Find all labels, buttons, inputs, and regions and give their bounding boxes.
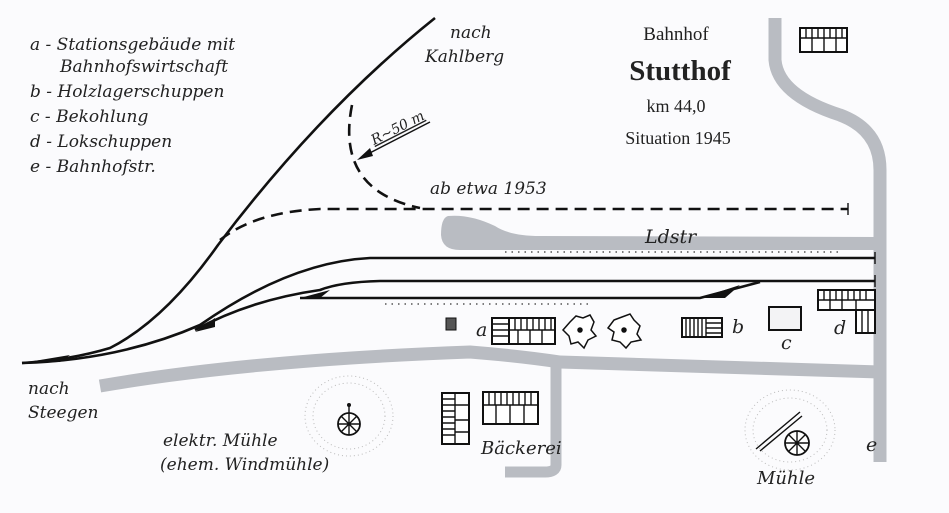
switch [22, 355, 70, 363]
switch [300, 290, 330, 298]
switch [700, 285, 740, 298]
label-ab-etwa-1953: ab etwa 1953 [430, 179, 547, 199]
label-ehem-windmuehle: (ehem. Windmühle) [160, 455, 329, 475]
label-a: a [476, 319, 487, 341]
label-kahlberg: Kahlberg [424, 47, 504, 67]
title-km: km 44,0 [646, 96, 705, 116]
tracks [21, 16, 876, 365]
label-steegen: Steegen [28, 403, 99, 423]
building-top-right [799, 27, 848, 53]
track-main [21, 256, 875, 365]
small-building [445, 317, 457, 331]
building-c-bekohlung [768, 306, 802, 331]
legend-item-d: d - Lokschuppen [30, 132, 172, 152]
track-3 [300, 280, 761, 300]
label-baeckerei: Bäckerei [480, 438, 562, 459]
title-situation: Situation 1945 [625, 128, 731, 148]
road-branch [505, 360, 562, 478]
legend-item-b: b - Holzlagerschuppen [30, 82, 224, 102]
title-block: Bahnhof Stutthof km 44,0 Situation 1945 [625, 24, 731, 148]
electric-mill [304, 375, 394, 457]
radius-arrow [361, 121, 431, 158]
tree [561, 314, 598, 350]
track-2 [194, 279, 875, 332]
switch [195, 318, 215, 332]
road-bahnhofstr [768, 18, 887, 462]
roads [98, 18, 887, 478]
label-d: d [834, 317, 846, 339]
label-c: c [781, 332, 792, 354]
title-bahnhof: Bahnhof [643, 24, 709, 45]
track-planned-1953 [219, 207, 848, 242]
arrow-head [357, 148, 373, 160]
legend: a - Stationsgebäude mit Bahnhofswirtscha… [30, 35, 235, 177]
road-ldstr [441, 215, 880, 250]
label-ldstr: Ldstr [644, 226, 698, 248]
building-d-lokschuppen [817, 289, 876, 334]
track-kahlberg [21, 16, 436, 365]
legend-item-a: a - Stationsgebäude mit [30, 35, 235, 55]
tree [606, 313, 643, 350]
legend-item-c: c - Bekohlung [30, 107, 148, 127]
label-nach-steegen: nach [28, 379, 70, 399]
bakery-building [441, 391, 539, 445]
curve-planned [347, 104, 421, 210]
station-building [491, 317, 556, 345]
label-elektr-muehle: elektr. Mühle [163, 431, 278, 451]
title-name: Stutthof [629, 55, 731, 87]
label-nach-kahlberg: nach [450, 23, 492, 43]
buildings: a b c d [160, 27, 877, 489]
road-lower [98, 345, 881, 393]
label-muehle: Mühle [756, 468, 815, 489]
windmill [744, 389, 836, 471]
legend-item-a-cont: Bahnhofswirtschaft [59, 57, 228, 77]
label-e: e [866, 434, 877, 456]
building-b-holzlagerschuppen [681, 317, 723, 338]
label-b: b [732, 316, 744, 338]
legend-item-e: e - Bahnhofstr. [30, 157, 156, 177]
